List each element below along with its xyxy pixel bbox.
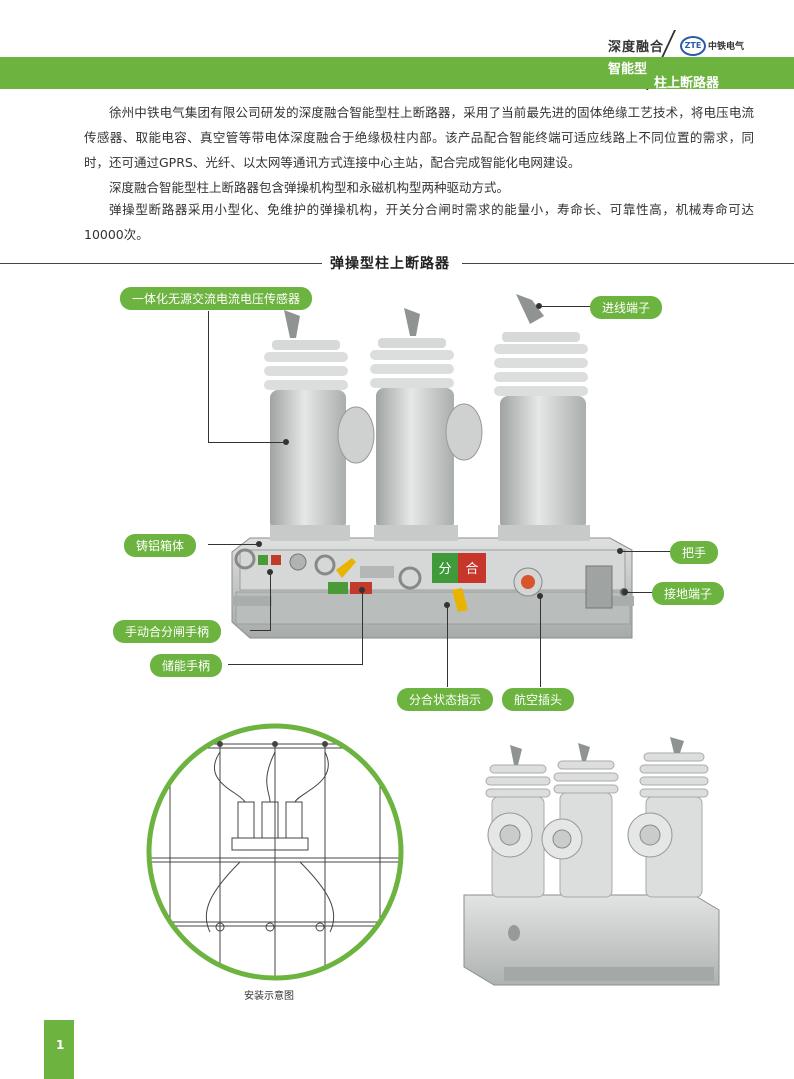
callout-handle: 把手 [670,541,719,564]
status-close-label: 合 [465,562,478,577]
leader-energy-h [228,664,363,665]
leader-ground [626,592,656,593]
callout-manual-open-close: 手动合分闸手柄 [113,620,222,643]
leader-status-dot [444,602,450,608]
leader-sensor-h [208,442,286,443]
section-rule-left [0,263,322,264]
header-title-line1: 深度融合 [608,40,665,55]
leader-plug-dot [537,593,543,599]
leader-box-dot [256,541,262,547]
callout-ground-terminal: 接地端子 [652,582,725,605]
leader-plug [540,596,541,687]
leader-manual-v [270,572,271,630]
intro-paragraph-1: 徐州中铁电气集团有限公司研发的深度融合智能型柱上断路器，采用了当前最先进的固体绝… [84,105,754,170]
pole-left [264,310,375,541]
page-number: 1 [56,1038,65,1052]
leader-manual-dot [267,569,273,575]
callout-inlet-terminal: 进线端子 [590,296,663,319]
leader-energy-v [362,590,363,665]
callout-energy-handle: 储能手柄 [150,654,223,677]
intro-paragraph-3: 弹操型断路器采用小型化、免维护的弹操机构，开关分合闸时需求的能量小，寿命长、可靠… [84,202,754,242]
leader-inlet-dot [536,303,542,309]
installation-caption: 安装示意图 [244,991,294,1002]
breaker-main-illustration: 分 合 [231,294,634,639]
intro-paragraph-2: 深度融合智能型柱上断路器包含弹操机构型和永磁机构型两种驱动方式。 [109,180,510,195]
header-title-line2: 智能型 [608,62,648,77]
leader-sensor-v [208,311,209,443]
installation-diagram [146,723,404,981]
header-band [0,57,794,89]
breaker-secondary-illustration [463,737,720,986]
callout-cast-al-box: 铸铝箱体 [124,534,197,557]
pole-middle [370,308,483,541]
leader-ground-dot [622,589,628,595]
pole-right [494,294,590,541]
company-logo-name: 中铁电气 [708,42,745,52]
leader-inlet [540,306,592,307]
section-title: 弹操型柱上断路器 [330,256,450,272]
header-title-line3: 柱上断路器 [654,76,720,91]
leader-handle-dot [617,548,623,554]
page-number-tab [44,1020,74,1079]
leader-sensor-dot [283,439,289,445]
callout-aviation-plug: 航空插头 [502,688,575,711]
leader-status [447,605,448,687]
leader-handle [620,551,672,552]
section-rule-right [462,263,794,264]
status-open-label: 分 [438,562,451,577]
callout-sensor: 一体化无源交流电流电压传感器 [120,287,313,310]
leader-box [208,544,258,545]
callout-status-indicator: 分合状态指示 [397,688,494,711]
company-logo-icon: ZTE [680,36,706,56]
leader-energy-dot [359,587,365,593]
leader-manual-h [250,630,271,631]
